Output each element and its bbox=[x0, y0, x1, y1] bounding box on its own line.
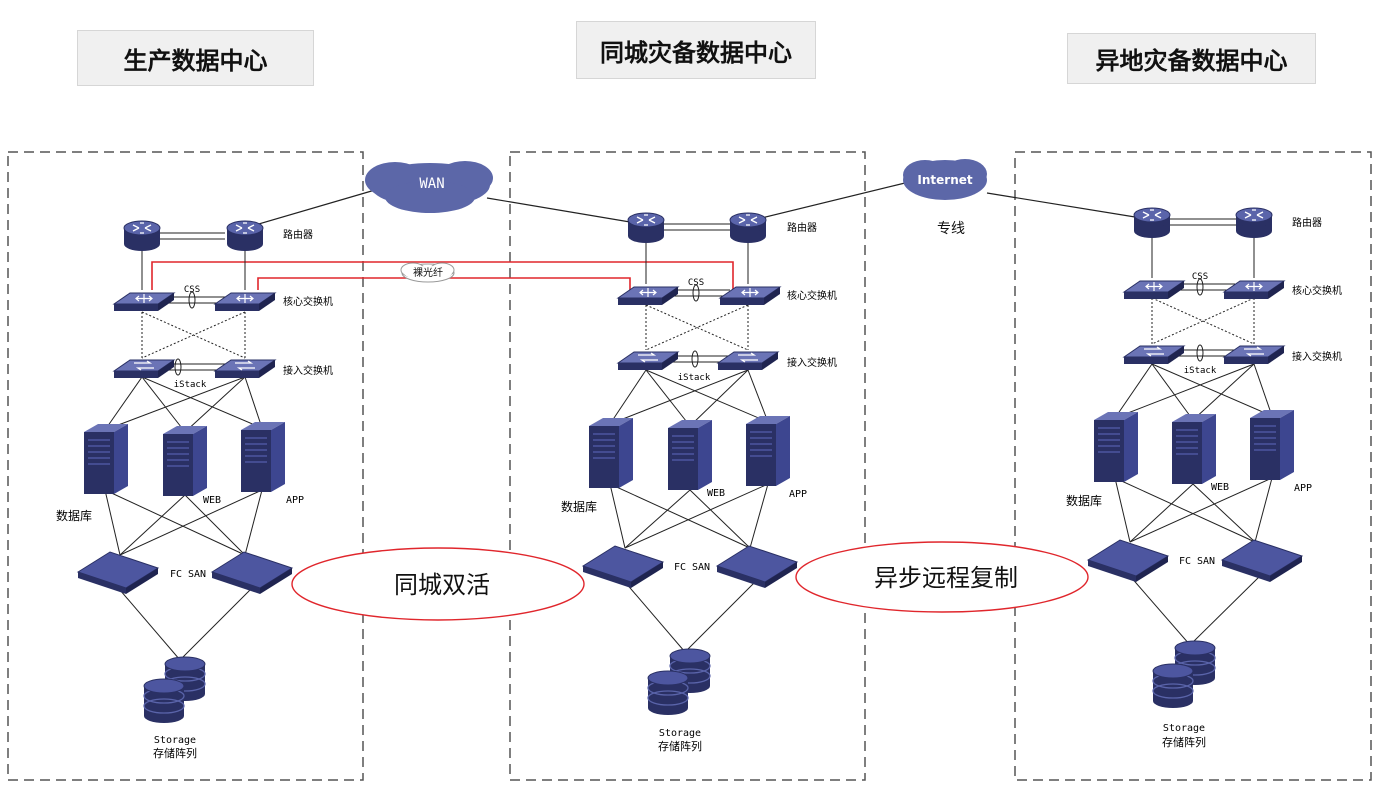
access-switch-icon bbox=[717, 351, 779, 371]
fiber-link-1 bbox=[151, 261, 734, 290]
router-label: 路由器 bbox=[1292, 216, 1322, 229]
access-switch-icon bbox=[617, 351, 679, 371]
css-label: CSS bbox=[184, 285, 200, 295]
app-server-icon bbox=[745, 415, 791, 487]
fc-san-label: FC SAN bbox=[674, 562, 710, 573]
storage-cn-label: 存储阵列 bbox=[153, 746, 197, 760]
router-icon bbox=[729, 212, 767, 244]
production-dc-border bbox=[7, 151, 364, 781]
web-label: WEB bbox=[707, 488, 725, 499]
active-active-label: 同城双活 bbox=[394, 571, 490, 599]
istack-label: iStack bbox=[678, 373, 711, 383]
storage-disk-icon bbox=[143, 678, 185, 724]
wan-label: WAN bbox=[419, 176, 444, 192]
remote-dc-border bbox=[1014, 151, 1372, 781]
storage-cn-label: 存储阵列 bbox=[1162, 735, 1206, 749]
app-label: APP bbox=[286, 495, 304, 506]
same-city-dc: 路由器 CSS 核心交换机 iStack 接入交换机 数据库 WEB APP F… bbox=[561, 212, 837, 753]
css-label: CSS bbox=[688, 278, 704, 288]
storage-label: Storage bbox=[1163, 723, 1205, 734]
storage-label: Storage bbox=[154, 735, 196, 746]
production-dc: 路由器 CSS 核心交换机 iStack 接入交换机 数据库 WEB APP F… bbox=[56, 220, 333, 760]
access-switch-label: 接入交换机 bbox=[787, 356, 837, 369]
database-server-icon bbox=[588, 417, 634, 489]
core-switch-label: 核心交换机 bbox=[283, 295, 333, 308]
remote-dc: 路由器 CSS 核心交换机 iStack 接入交换机 数据库 WEB APP F… bbox=[1066, 207, 1342, 749]
active-active-relation: 同城双活 bbox=[291, 547, 585, 621]
database-label: 数据库 bbox=[56, 508, 92, 523]
database-server-icon bbox=[83, 423, 129, 495]
istack-label: iStack bbox=[1184, 366, 1217, 376]
router-icon bbox=[1235, 207, 1273, 239]
access-switch-icon bbox=[113, 359, 175, 379]
router-icon bbox=[226, 220, 264, 252]
dedicated-line-label: 专线 bbox=[937, 221, 965, 237]
core-switch-icon bbox=[1123, 280, 1185, 300]
async-replication-label: 异步远程复制 bbox=[874, 564, 1018, 592]
fc-san-switch-icon bbox=[716, 545, 798, 589]
app-label: APP bbox=[1294, 483, 1312, 494]
fc-san-switch-icon bbox=[582, 545, 664, 589]
fc-san-switch-icon bbox=[77, 551, 159, 595]
access-switch-icon bbox=[214, 359, 276, 379]
same-city-dc-title: 同城灾备数据中心 bbox=[576, 21, 816, 79]
web-label: WEB bbox=[1211, 482, 1229, 493]
internet-cloud: Internet bbox=[903, 159, 987, 200]
app-server-icon bbox=[240, 421, 286, 493]
web-server-icon bbox=[162, 425, 208, 497]
web-label: WEB bbox=[203, 495, 221, 506]
fc-san-switch-icon bbox=[1221, 539, 1303, 583]
database-label: 数据库 bbox=[561, 499, 597, 514]
app-server-icon bbox=[1249, 409, 1295, 481]
app-label: APP bbox=[789, 489, 807, 500]
fc-san-label: FC SAN bbox=[1179, 556, 1215, 567]
fc-san-label: FC SAN bbox=[170, 569, 206, 580]
web-server-icon bbox=[667, 419, 713, 491]
wan-cloud: WAN bbox=[365, 161, 493, 213]
async-replication-relation: 异步远程复制 bbox=[795, 541, 1089, 613]
storage-cn-label: 存储阵列 bbox=[658, 739, 702, 753]
router-icon bbox=[123, 220, 161, 252]
web-server-icon bbox=[1171, 413, 1217, 485]
fc-san-switch-icon bbox=[1087, 539, 1169, 583]
router-label: 路由器 bbox=[283, 228, 313, 241]
access-switch-label: 接入交换机 bbox=[283, 364, 333, 377]
remote-dc-title: 异地灾备数据中心 bbox=[1067, 33, 1316, 84]
core-switch-icon bbox=[214, 292, 276, 312]
same-city-dc-border bbox=[509, 151, 866, 781]
router-label: 路由器 bbox=[787, 221, 817, 234]
storage-disk-icon bbox=[1152, 663, 1194, 709]
access-switch-icon bbox=[1123, 345, 1185, 365]
database-label: 数据库 bbox=[1066, 493, 1102, 508]
core-switch-icon bbox=[113, 292, 175, 312]
fiber-label: 裸光纤 bbox=[413, 266, 443, 279]
internet-label: Internet bbox=[917, 173, 972, 187]
core-switch-label: 核心交换机 bbox=[1292, 284, 1342, 297]
storage-label: Storage bbox=[659, 728, 701, 739]
istack-label: iStack bbox=[174, 380, 207, 390]
fc-san-switch-icon bbox=[211, 551, 293, 595]
fiber-cloud: 裸光纤 bbox=[400, 262, 455, 283]
access-switch-icon bbox=[1223, 345, 1285, 365]
access-switch-label: 接入交换机 bbox=[1292, 350, 1342, 363]
core-switch-label: 核心交换机 bbox=[787, 289, 837, 302]
database-server-icon bbox=[1093, 411, 1139, 483]
storage-disk-icon bbox=[647, 670, 689, 716]
router-icon bbox=[627, 212, 665, 244]
router-icon bbox=[1133, 207, 1171, 239]
css-label: CSS bbox=[1192, 272, 1208, 282]
production-dc-title: 生产数据中心 bbox=[77, 30, 314, 86]
core-switch-icon bbox=[617, 286, 679, 306]
